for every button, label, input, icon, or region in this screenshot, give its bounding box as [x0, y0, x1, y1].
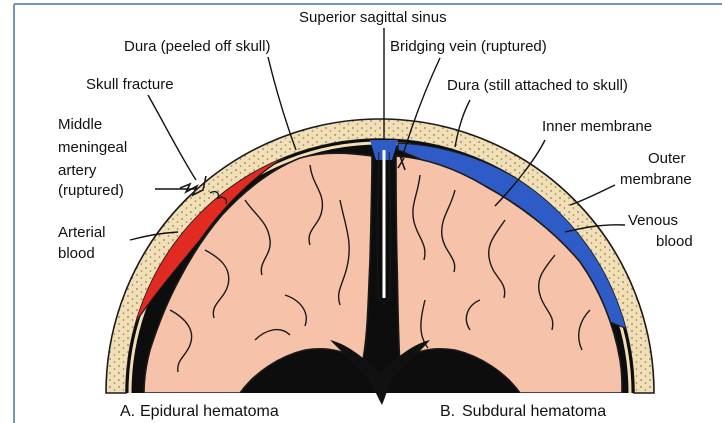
label-arterial-blood-1: Arterial: [58, 224, 106, 241]
label-middle-meningeal-2: meningeal: [58, 139, 127, 156]
label-venous-blood-2: blood: [656, 233, 693, 250]
label-outer-membrane-1: Outer: [648, 150, 686, 167]
label-dura-peeled: Dura (peeled off skull): [124, 38, 270, 55]
label-outer-membrane-2: membrane: [620, 171, 692, 188]
label-bridging-vein: Bridging vein (ruptured): [390, 38, 547, 55]
label-dura-attached: Dura (still attached to skull): [447, 77, 628, 94]
label-middle-meningeal-4: (ruptured): [58, 182, 124, 199]
leader-outer-membrane: [570, 185, 615, 205]
label-middle-meningeal-1: Middle: [58, 116, 102, 133]
leader-skull-fracture: [148, 95, 196, 180]
label-arterial-blood-2: blood: [58, 245, 95, 262]
label-superior-sagittal-sinus: Superior sagittal sinus: [299, 9, 447, 26]
caption-a-letter: A.: [120, 403, 135, 420]
label-inner-membrane: Inner membrane: [542, 118, 652, 135]
caption-b-letter: B.: [440, 403, 455, 420]
label-middle-meningeal-3: artery: [58, 162, 97, 179]
label-venous-blood-1: Venous: [628, 212, 678, 229]
caption-a-text: Epidural hematoma: [140, 403, 279, 420]
label-skull-fracture: Skull fracture: [86, 76, 174, 93]
caption-b-text: Subdural hematoma: [462, 403, 606, 420]
